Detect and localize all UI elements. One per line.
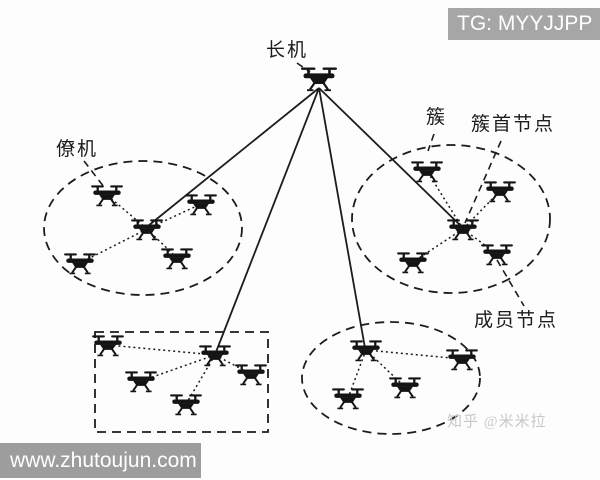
drone-icon — [484, 180, 516, 203]
bottom-left-cluster-head-drone-icon — [199, 344, 231, 367]
cluster-head-label: 簇首节点 — [471, 114, 556, 135]
intra-cluster-links — [79, 170, 501, 405]
telegram-watermark: TG: MYYJJPP — [448, 8, 600, 40]
right-cluster-boundary — [351, 144, 551, 294]
drone-icon — [446, 348, 478, 371]
member-node-label: 成员节点 — [474, 310, 559, 331]
drone-icon — [161, 247, 193, 270]
drone-icon — [170, 393, 202, 416]
drone-icon — [64, 252, 96, 275]
drone-icon — [125, 370, 157, 393]
leader-drone-icon — [301, 66, 337, 92]
leader-label: 长机 — [266, 40, 309, 61]
bottom-right-cluster-boundary — [301, 321, 481, 435]
leader-to-head-links — [147, 87, 463, 353]
drone-icon — [411, 160, 443, 183]
drone-icon — [235, 363, 267, 386]
drone-icon — [185, 193, 217, 216]
left-cluster-head-drone-icon — [131, 218, 163, 241]
left-cluster-boundary — [43, 160, 243, 296]
zhihu-credit-watermark: 知乎 @米米拉 — [447, 414, 547, 430]
bottom-left-cluster-boundary — [94, 331, 269, 433]
website-watermark: www.zhutoujun.com — [0, 443, 201, 478]
drone-icon — [389, 376, 421, 399]
wingman-label: 僚机 — [56, 139, 99, 160]
drone-icon — [91, 184, 123, 207]
drone-icon — [332, 387, 364, 410]
cluster-label: 簇 — [426, 107, 448, 128]
right-cluster-head-drone-icon — [447, 218, 479, 241]
